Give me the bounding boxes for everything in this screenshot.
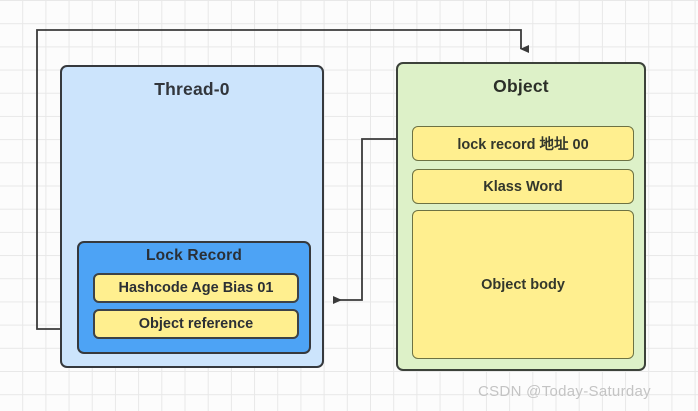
lock-record-title: Lock Record <box>145 247 243 264</box>
object-row-klass-word[interactable]: Klass Word <box>412 169 634 204</box>
thread-title: Thread-0 <box>154 79 230 99</box>
object-title: Object <box>493 76 549 96</box>
object-box[interactable]: Object lock record 地址 00 Klass Word Obje… <box>396 62 646 371</box>
thread-box[interactable]: Thread-0 Lock Record Hashcode Age Bias 0… <box>60 65 324 368</box>
lock-record-row-hashcode[interactable]: Hashcode Age Bias 01 <box>93 273 299 303</box>
object-row-lock-record-address[interactable]: lock record 地址 00 <box>412 126 634 161</box>
watermark: CSDN @Today-Saturday <box>478 383 651 400</box>
lock-record-box[interactable]: Lock Record Hashcode Age Bias 01 Object … <box>77 241 311 354</box>
lock-record-row-object-reference[interactable]: Object reference <box>93 309 299 339</box>
object-row-object-body[interactable]: Object body <box>412 210 634 359</box>
